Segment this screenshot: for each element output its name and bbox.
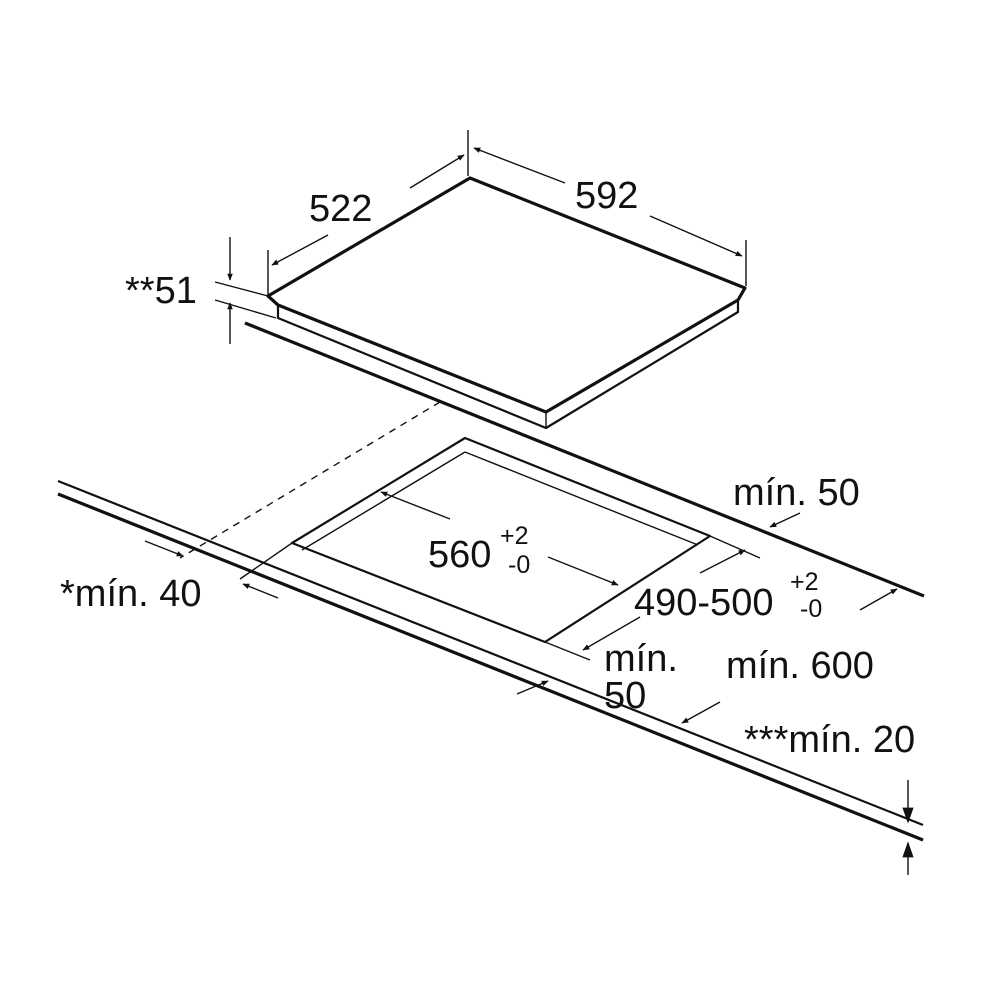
cutout-inner-wall <box>301 451 699 551</box>
dim-label-min-50-front-line1: mín. <box>604 638 678 680</box>
arrow-560-right <box>547 556 619 586</box>
dimension-560: 560 +2 -0 <box>380 491 619 586</box>
worktop-back-edge <box>244 321 925 598</box>
arrow-min-50-front <box>516 680 549 695</box>
worktop-front-edge-top <box>57 479 924 827</box>
dim-label-490-500-tol-minus: -0 <box>800 595 822 623</box>
arrow-min-600-top <box>859 588 898 611</box>
arrow-490-500-top <box>699 549 746 574</box>
dimension-min-20: ***mín. 20 <box>744 719 915 875</box>
dimension-min-600: mín. 600 <box>681 588 898 724</box>
dim-label-min-50-front-line2: 50 <box>604 675 646 717</box>
dim-label-490-500-tol-plus: +2 <box>790 568 819 596</box>
arrow-min-50-back <box>769 512 801 528</box>
arrow-560-left <box>380 491 451 520</box>
dimension-min-50-back: mín. 50 <box>733 472 860 528</box>
dimension-592: 592 <box>473 147 747 286</box>
dimension-51: **51 <box>125 237 277 344</box>
dim-label-min-20: ***mín. 20 <box>744 719 915 761</box>
dim-label-51: **51 <box>125 270 197 312</box>
dimension-522: 522 <box>267 130 469 296</box>
dim-label-490-500: 490-500 <box>634 582 773 624</box>
dimension-490-500: 490-500 +2 -0 <box>544 535 822 661</box>
worktop <box>57 321 925 842</box>
arrow-min-40-left <box>144 540 184 557</box>
dim-label-min-40: *mín. 40 <box>60 573 202 615</box>
arrow-min-600-bottom <box>681 701 721 724</box>
dim-label-522: 522 <box>309 188 372 230</box>
arrow-592-left <box>473 147 566 184</box>
worktop-front-edge-bottom <box>57 492 924 842</box>
arrow-592-right <box>649 215 743 257</box>
worktop-left-hidden-edge <box>179 401 441 559</box>
arrow-490-500-bottom <box>582 616 641 651</box>
dim-label-min-600: mín. 600 <box>726 645 874 687</box>
dim-label-560-tol-minus: -0 <box>508 551 530 579</box>
arrow-522-left <box>271 234 329 266</box>
dimension-min-40: *mín. 40 <box>60 540 293 615</box>
dim-label-560-tol-plus: +2 <box>500 522 529 550</box>
dimension-min-50-front: mín. 50 <box>516 638 678 717</box>
arrow-522-right <box>409 154 465 189</box>
dim-label-560: 560 <box>428 534 491 576</box>
dim-label-min-50-back: mín. 50 <box>733 472 860 514</box>
arrow-min-40-right <box>242 583 279 599</box>
dim-label-592: 592 <box>575 175 638 217</box>
